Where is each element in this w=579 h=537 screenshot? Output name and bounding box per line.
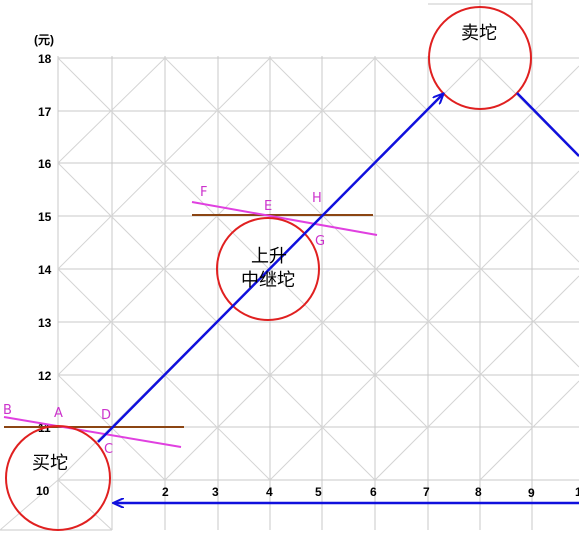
buy-zone-label: 买坨	[32, 453, 68, 474]
downtrend-line	[516, 92, 579, 157]
y-tick: 18	[38, 52, 52, 66]
x-tick: 4	[266, 485, 273, 499]
grid-diag	[57, 57, 376, 376]
y-axis-labels: (元) 18 17 16 15 14 13 12 11 10	[34, 33, 54, 498]
y-tick: 13	[38, 316, 52, 330]
grid-diag	[57, 57, 429, 429]
y-tick: 16	[38, 157, 52, 171]
grid-diag	[164, 65, 579, 481]
x-tick: 8	[475, 485, 482, 499]
tangent-line-buy	[3, 416, 182, 448]
point-label-e: E	[264, 199, 272, 214]
y-tick: 14	[38, 263, 52, 277]
x-tick: 1	[575, 485, 579, 499]
x-tick: 9	[528, 486, 535, 500]
uptrend-arrow	[97, 94, 443, 443]
y-tick: 17	[38, 105, 52, 119]
x-tick: 7	[423, 485, 430, 499]
x-tick: 2	[162, 485, 169, 499]
point-label-b: B	[3, 403, 12, 418]
grid-diag	[164, 57, 533, 426]
relay-zone-circle	[216, 217, 320, 321]
grid-diag	[374, 57, 579, 263]
x-tick: 5	[315, 485, 322, 499]
sell-zone-label: 卖坨	[461, 23, 497, 44]
y-tick: 12	[38, 369, 52, 383]
grid-diag	[374, 275, 579, 481]
y-tick: 15	[38, 210, 52, 224]
point-label-a: A	[54, 406, 63, 421]
point-label-g: G	[315, 234, 325, 249]
grid-diag	[479, 380, 579, 481]
relay-zone-label-line1: 上升	[251, 246, 287, 267]
point-label-c: C	[104, 442, 113, 457]
grid-diag	[269, 170, 579, 481]
grid-diag	[57, 57, 166, 164]
point-label-d: D	[101, 408, 111, 423]
grid-diag	[57, 479, 113, 531]
grid-diag	[269, 57, 579, 368]
grid-diag	[57, 57, 271, 270]
point-label-f: F	[200, 185, 207, 200]
tangent-line-relay	[191, 201, 378, 236]
y-tick: 10	[36, 484, 50, 498]
grid-diag	[0, 479, 59, 531]
x-axis-labels: 2 3 4 5 6 7 8 9 1	[162, 485, 579, 500]
buy-zone-circle	[5, 425, 111, 531]
relay-zone-label-line2: 中继坨	[241, 270, 295, 291]
sell-zone-circle	[428, 6, 532, 110]
x-tick: 6	[370, 485, 377, 499]
unit-label: (元)	[34, 33, 54, 47]
x-tick: 3	[212, 485, 219, 499]
point-label-h: H	[312, 191, 322, 206]
